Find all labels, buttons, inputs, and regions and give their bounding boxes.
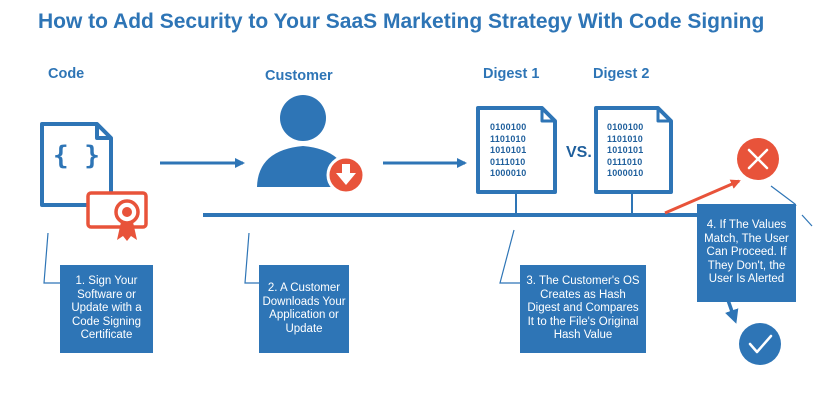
- digest-file-icon: [594, 106, 673, 194]
- step-3-box: 3. The Customer's OS Creates as Hash Dig…: [520, 265, 646, 353]
- heading-digest-1: Digest 1: [483, 66, 540, 82]
- binary-line: 0100100: [607, 122, 644, 132]
- digest2-binary: 0100100 1101010 1010101 0111010 1000010: [607, 122, 643, 180]
- step-4-box: 4. If The Values Match, The User Can Pro…: [697, 204, 796, 302]
- page-title: How to Add Security to Your SaaS Marketi…: [38, 10, 765, 33]
- step-2-box: 2. A Customer Downloads Your Application…: [259, 265, 349, 353]
- binary-line: 1101010: [607, 133, 643, 144]
- binary-line: 1010101: [607, 145, 644, 155]
- code-file-icon: [40, 122, 113, 207]
- heading-customer: Customer: [265, 68, 333, 84]
- binary-line: 0100100: [490, 122, 527, 132]
- callout-line-4b: [801, 214, 813, 227]
- callout-line-4: [770, 185, 797, 207]
- x-icon: [737, 138, 779, 180]
- certificate-icon: [86, 191, 148, 241]
- binary-line: 1010101: [490, 145, 527, 155]
- code-braces: { }: [53, 141, 100, 171]
- heading-digest-2: Digest 2: [593, 66, 650, 82]
- callout-line-3: [499, 229, 520, 284]
- check-icon: [739, 323, 781, 365]
- download-icon: [326, 155, 366, 195]
- callout-line-1: [43, 232, 60, 284]
- binary-line: 1000010: [607, 168, 644, 178]
- callout-line-2: [244, 232, 259, 284]
- binary-line: 1000010: [490, 168, 527, 178]
- heading-code: Code: [48, 66, 85, 82]
- binary-line: 0111010: [490, 156, 526, 167]
- step-1-box: 1. Sign Your Software or Update with a C…: [60, 265, 153, 353]
- vs-label: VS.: [566, 144, 592, 161]
- digest-file-icon: [476, 106, 557, 194]
- digest1-binary: 0100100 1101010 1010101 0111010 1000010: [490, 122, 526, 180]
- arrow-to-fail: [664, 179, 741, 215]
- binary-line: 0111010: [607, 156, 643, 167]
- customer-icon: [257, 95, 349, 187]
- binary-line: 1101010: [490, 133, 526, 144]
